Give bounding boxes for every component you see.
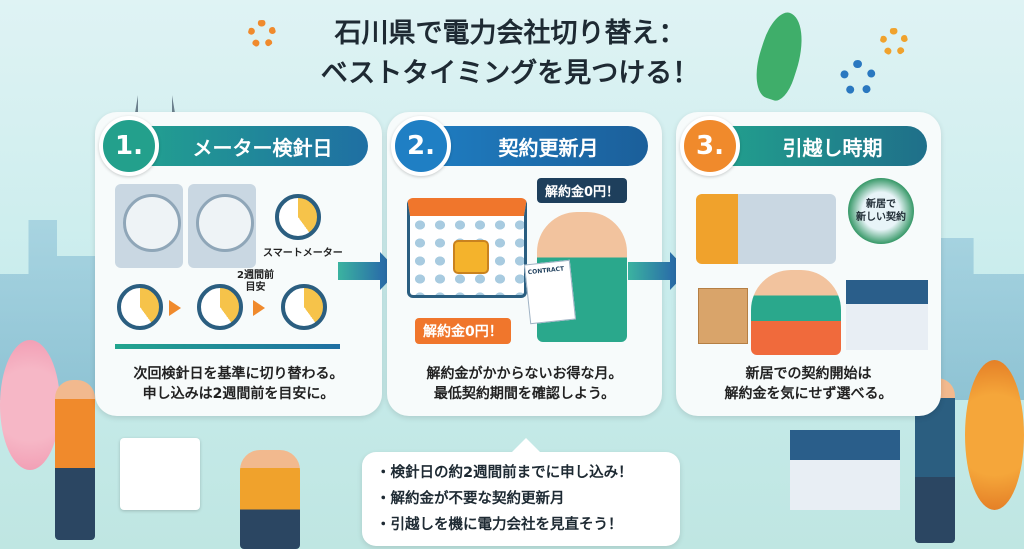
speech-bubble: 解約金0円！ — [537, 178, 628, 203]
clock-icon — [197, 284, 243, 330]
new-house-icon — [846, 280, 928, 350]
contract-label: CONTRACT — [527, 265, 565, 277]
flow-arrow-icon — [628, 252, 688, 290]
cardboard-boxes — [698, 288, 748, 344]
smart-meter-label: スマートメーター — [263, 248, 343, 259]
flow-arrow-icon — [338, 252, 398, 290]
panel-moving-time: 引越し時期 3. 新居で新しい契約 新居での契約開始は解約金を気にせず選べる。 — [676, 112, 941, 416]
caption-line: 次回検針日を基準に切り替わる。 — [133, 366, 344, 382]
ishikawa-map-icon — [747, 7, 813, 105]
dashboard-screen — [120, 438, 200, 510]
gear-icon — [880, 28, 908, 56]
title-line-1: 石川県で電力会社切り替え： — [334, 18, 686, 49]
step-number-badge: 2. — [391, 116, 451, 176]
caption-line: 最低契約期間を確認しよう。 — [433, 386, 616, 402]
summary-item: ・引越しを機に電力会社を見直そう！ — [376, 517, 623, 533]
family-illustration — [751, 270, 841, 355]
electric-meter-icon — [188, 184, 256, 268]
guideline-text: 目安 — [245, 282, 266, 293]
page-title: 石川県で電力会社切り替え： ベストタイミングを見つける！ — [270, 14, 750, 94]
contract-document: CONTRACT — [523, 259, 577, 325]
summary-item: ・検針日の約2週間前までに申し込み！ — [376, 465, 633, 481]
timeline-bar — [115, 344, 340, 349]
autumn-tree — [965, 360, 1024, 510]
moving-truck-icon — [696, 194, 836, 264]
panel-caption: 解約金がかからないお得な月。最低契約期間を確認しよう。 — [387, 364, 662, 404]
title-line-2: ベストタイミングを見つける！ — [320, 58, 700, 89]
heading-text: 引越し時期 — [782, 135, 883, 160]
heading-text: メーター検針日 — [192, 135, 333, 160]
panel-caption: 次回検針日を基準に切り替わる。申し込みは2週間前を目安に。 — [95, 364, 382, 404]
panel-heading: 契約更新月 — [409, 126, 648, 166]
heading-text: 契約更新月 — [498, 135, 599, 160]
electric-meter-icon — [115, 184, 183, 268]
panel-caption: 新居での契約開始は解約金を気にせず選べる。 — [676, 364, 941, 404]
caption-line: 解約金を気にせず選べる。 — [724, 386, 893, 402]
two-weeks-text: 2週間前 — [237, 270, 274, 281]
gear-icon — [840, 60, 876, 96]
caption-line: 解約金がかからないお得な月。 — [426, 366, 623, 382]
padlock-icon — [453, 240, 489, 274]
step-number-badge: 1. — [99, 116, 159, 176]
power-tower-icon — [135, 18, 175, 113]
ribbon-banner: 解約金0円！ — [415, 318, 511, 344]
two-weeks-label: 2週間前目安 — [237, 270, 274, 294]
step-number-badge: 3. — [680, 116, 740, 176]
summary-item: ・解約金が不要な契約更新月 — [376, 491, 565, 507]
caption-line: 新居での契約開始は — [745, 366, 872, 382]
globe-icon: 新居で新しい契約 — [848, 178, 914, 244]
gear-icon — [248, 20, 276, 48]
cherry-tree — [0, 340, 60, 470]
clock-icon — [117, 284, 163, 330]
clock-icon — [281, 284, 327, 330]
globe-text: 新しい契約 — [856, 212, 906, 223]
person-at-desk — [240, 450, 300, 549]
clock-icon — [275, 194, 321, 240]
person-presenter — [55, 380, 95, 540]
panel-meter-reading-day: メーター検針日 1. スマートメーター 2週間前目安 次回検針日を基準に切り替わ… — [95, 112, 382, 416]
globe-text: 新居で — [866, 199, 896, 210]
arrow-icon — [169, 300, 181, 316]
arrow-icon — [253, 300, 265, 316]
panel-contract-renewal-month: 契約更新月 2. 解約金0円！ CONTRACT 解約金0円！ 解約金がかからな… — [387, 112, 662, 416]
summary-callout: ・検針日の約2週間前までに申し込み！ ・解約金が不要な契約更新月 ・引越しを機に… — [362, 438, 680, 546]
house-illustration — [790, 430, 900, 510]
caption-line: 申し込みは2週間前を目安に。 — [142, 386, 335, 402]
